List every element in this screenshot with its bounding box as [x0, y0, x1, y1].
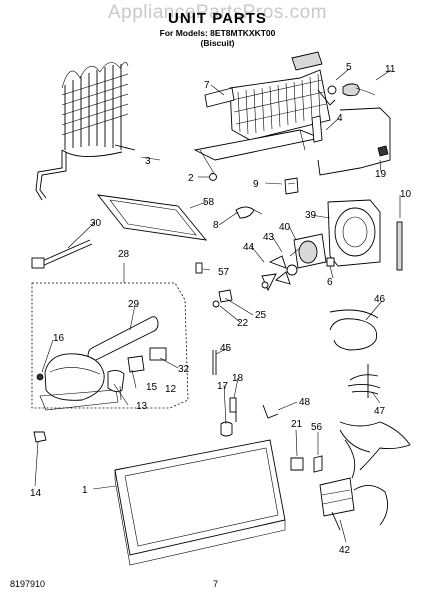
condenser-coil — [35, 62, 136, 201]
callout-14: 14 — [30, 488, 42, 499]
callout-29: 29 — [128, 299, 140, 310]
callout-8: 8 — [213, 220, 219, 231]
defrost-tube — [31, 239, 93, 269]
callout-15: 15 — [146, 382, 158, 393]
base-pan — [114, 439, 286, 566]
bracket-and-screw — [212, 289, 233, 308]
callout-57: 57 — [218, 267, 230, 278]
callout-32: 32 — [178, 364, 190, 375]
start-components — [107, 347, 167, 393]
fan-assembly — [261, 199, 381, 292]
callout-43: 43 — [263, 232, 275, 243]
foam-tape — [396, 221, 403, 271]
process-valve — [36, 373, 44, 381]
tubing-loops — [329, 309, 381, 398]
callout-labels: 3 7 5 11 4 2 9 19 10 58 30 8 39 40 43 44… — [30, 62, 412, 556]
callout-11: 11 — [385, 64, 396, 75]
compressor — [39, 353, 119, 411]
callout-6: 6 — [327, 277, 333, 288]
mount-hardware — [212, 350, 279, 437]
callout-45: 45 — [220, 343, 232, 354]
callout-40: 40 — [279, 222, 291, 233]
callout-46: 46 — [374, 294, 386, 305]
callout-47: 47 — [374, 406, 386, 417]
callout-44: 44 — [243, 242, 255, 253]
evaporator — [193, 51, 336, 176]
compressor-kit-outline — [31, 282, 189, 409]
callout-58: 58 — [203, 197, 215, 208]
color-line: (Biscuit) — [200, 38, 235, 48]
callout-12: 12 — [165, 384, 177, 395]
callout-39: 39 — [305, 210, 317, 221]
callout-22: 22 — [237, 318, 249, 329]
callout-30: 30 — [90, 218, 102, 229]
callout-56: 56 — [311, 422, 323, 433]
callout-48: 48 — [299, 397, 311, 408]
callout-21: 21 — [291, 419, 303, 430]
callout-2: 2 — [188, 173, 194, 184]
callout-10: 10 — [400, 189, 412, 200]
sensor-and-screw — [195, 206, 263, 274]
callout-1: 1 — [82, 485, 88, 496]
callout-18: 18 — [232, 373, 244, 384]
small-hardware-top — [209, 173, 299, 195]
grommet — [33, 431, 47, 443]
callout-17: 17 — [217, 381, 229, 392]
callout-3: 3 — [145, 156, 151, 167]
leader-lines — [34, 68, 401, 543]
callout-4: 4 — [337, 113, 343, 124]
watermark: AppliancePartsPros.com — [107, 2, 328, 23]
callout-19: 19 — [375, 169, 387, 180]
callout-28: 28 — [118, 249, 130, 260]
callout-13: 13 — [136, 401, 148, 412]
page-number: 7 — [213, 579, 219, 589]
callout-25: 25 — [255, 310, 267, 321]
document-number: 8197910 — [10, 579, 46, 589]
model-info: For Models: 8ET8MTKXKT00 (Biscuit) — [0, 28, 435, 48]
page-title: UNIT PARTS — [168, 10, 267, 27]
model-line: For Models: 8ET8MTKXKT00 — [159, 28, 276, 38]
callout-7: 7 — [204, 80, 210, 91]
callout-42: 42 — [339, 545, 351, 556]
callout-5: 5 — [346, 62, 352, 73]
filter-drier — [87, 316, 159, 361]
wire-harness — [290, 421, 411, 531]
tubing-parts — [311, 83, 391, 176]
callout-16: 16 — [53, 333, 65, 344]
callout-9: 9 — [253, 179, 259, 190]
drain-pan — [96, 194, 208, 241]
